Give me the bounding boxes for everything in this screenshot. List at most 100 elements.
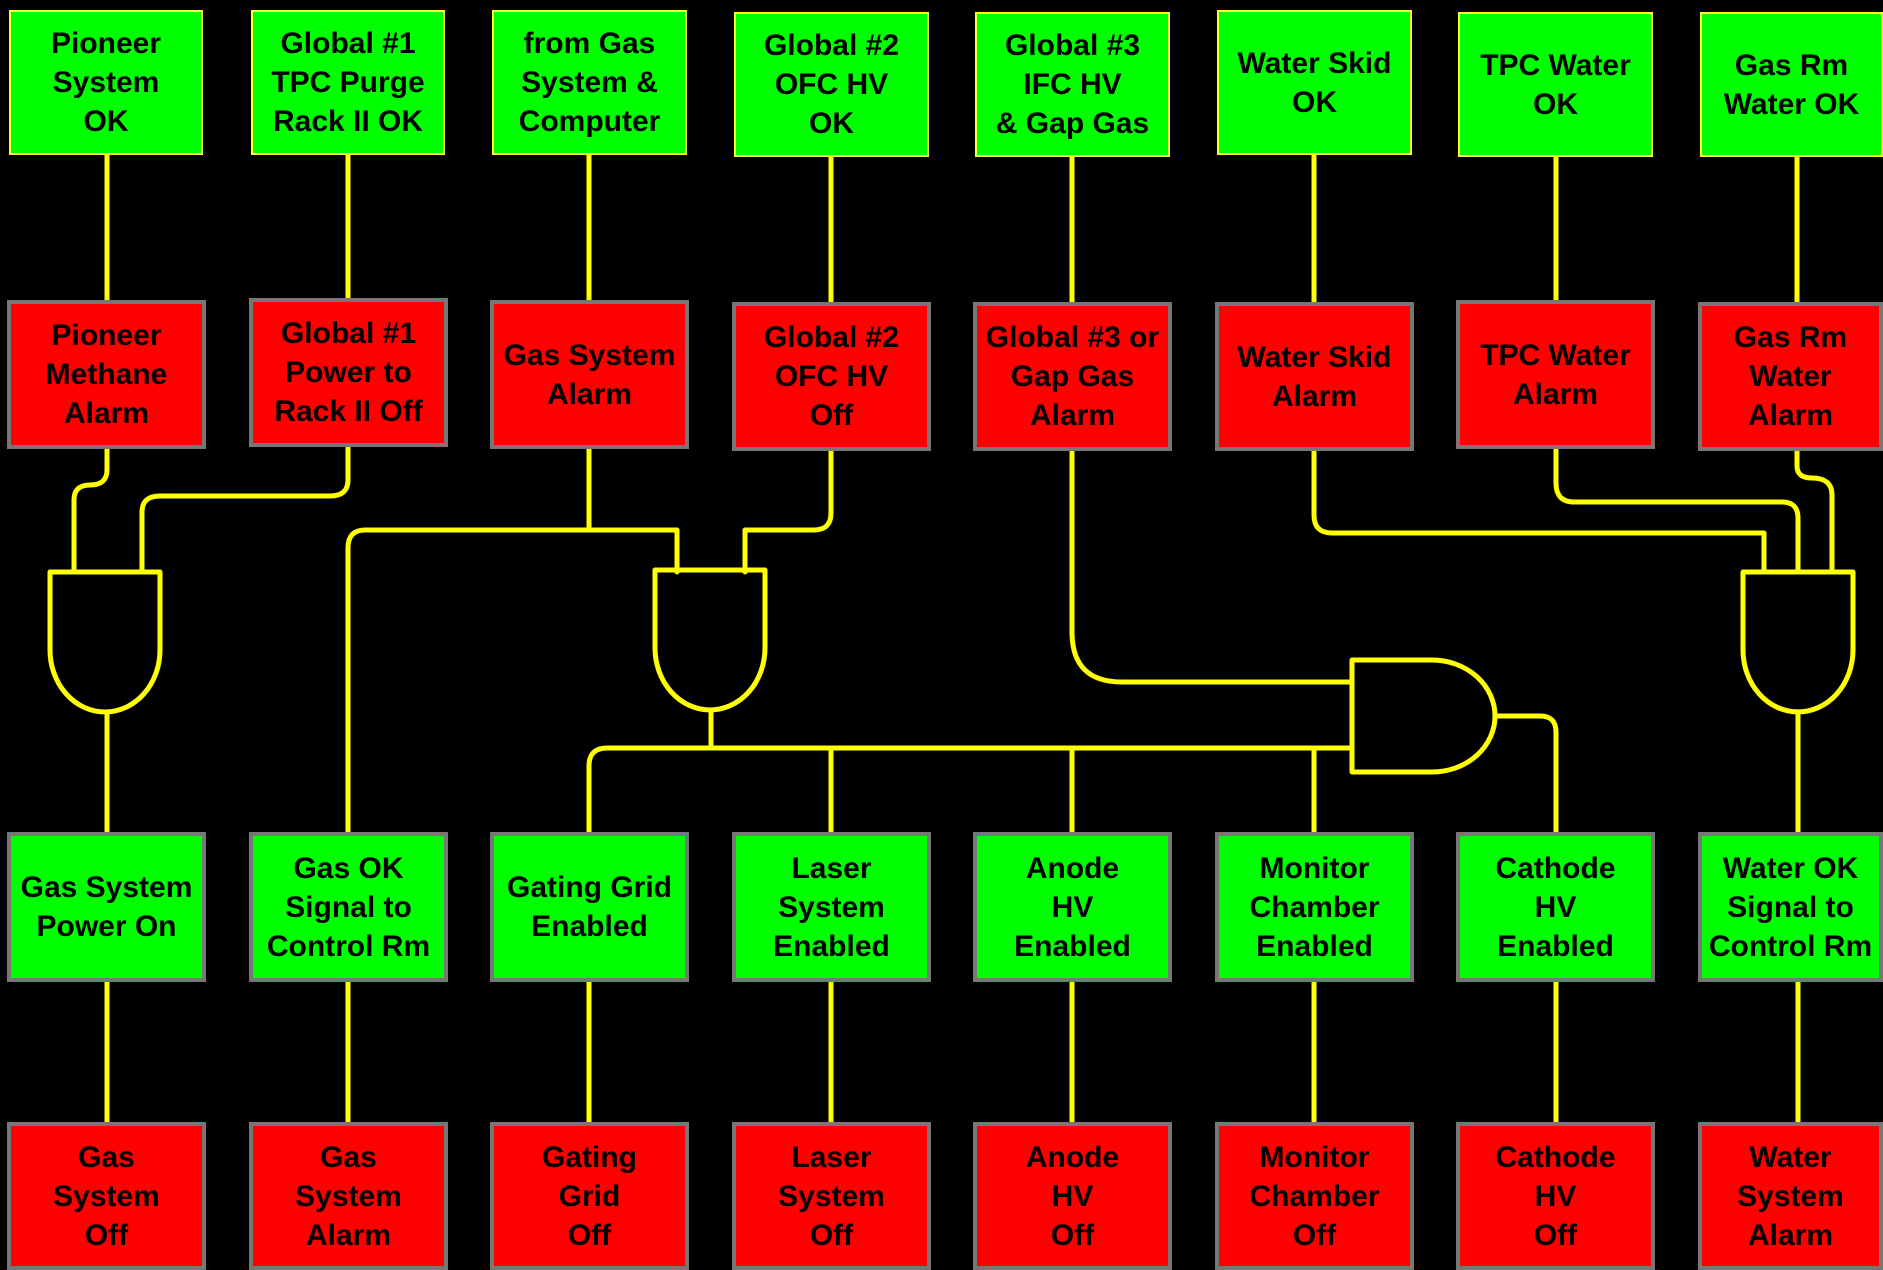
global2-to-gate2-wire <box>742 446 834 575</box>
box-text-line: Gas OK <box>293 851 404 885</box>
box-text-line: Off <box>84 1218 129 1252</box>
box-text-line: Chamber <box>1249 1179 1380 1213</box>
gate3-to-cathode-wire <box>1492 713 1559 838</box>
box-text-line: Power On <box>36 910 177 943</box>
box-text-line: Chamber <box>1249 890 1380 924</box>
water-skid-to-gate4-wire <box>1311 447 1767 575</box>
box-text-line: Global #1 <box>280 27 416 60</box>
box-text-line: Gas Rm <box>1733 321 1848 354</box>
box-text-line: Signal to <box>285 890 412 924</box>
box-text-line: Power to <box>285 356 412 389</box>
box-text-line: OFC HV <box>774 68 889 101</box>
status-to-alarm-wires <box>104 152 1800 308</box>
box-text-line: OFC HV <box>774 360 889 393</box>
gas-system-to-gasok-wire <box>345 527 592 838</box>
and-gate-4 <box>1740 569 1856 715</box>
box-text-line: Off <box>809 399 854 432</box>
box-text-line: Enabled <box>531 910 648 943</box>
box-text-line: Water OK <box>1723 87 1860 121</box>
box-text-line: from Gas <box>523 27 656 60</box>
box-text-line: Alarm <box>1271 379 1358 413</box>
box-text-line: OK <box>1292 85 1337 119</box>
global1-to-gate1-wire <box>139 445 351 575</box>
box-text-line: Gating Grid <box>507 871 672 904</box>
box-text-line: Rack II Off <box>274 395 423 428</box>
box-text-line: Rack II OK <box>272 105 424 138</box>
box-text-line: Global #2 <box>763 321 900 354</box>
box-text-line: Pioneer <box>51 319 162 352</box>
box-text-line: Off <box>1292 1218 1337 1252</box>
enabled-to-off-wires <box>104 978 1801 1128</box>
box-text-line: System <box>1737 1179 1844 1213</box>
box-text-line: TPC Water <box>1480 338 1631 372</box>
box-text-line: Alarm <box>1512 377 1599 411</box>
box-text-line: Cathode <box>1495 851 1616 885</box>
box-text-line: Water <box>1749 1140 1832 1174</box>
tpc-water-to-gate4-wire <box>1553 447 1801 575</box>
box-text-line: Gas System <box>503 338 676 372</box>
box-text-line: Gas <box>320 1140 377 1174</box>
box-text-line: Computer <box>518 105 661 138</box>
box-text-line: Off <box>1050 1218 1095 1252</box>
box-text-line: Monitor <box>1259 851 1370 885</box>
box-text-line: Laser <box>791 1140 872 1174</box>
box-text-line: Gap Gas <box>1010 360 1135 393</box>
box-text-line: Gas Rm <box>1734 48 1849 82</box>
box-text-line: Enabled <box>773 929 890 963</box>
box-text-line: Alarm <box>1029 399 1116 432</box>
box-text-line: Gas System <box>20 871 193 904</box>
box-text-line: Alarm <box>546 377 633 411</box>
box-text-line: Control Rm <box>1708 929 1873 963</box>
box-text-line: TPC Purge <box>271 66 425 99</box>
box-text-line: OK <box>809 107 854 140</box>
box-text-line: Grid <box>558 1179 621 1213</box>
box-text-line: Monitor <box>1259 1140 1370 1174</box>
box-text-line: OK <box>1533 87 1578 121</box>
box-global2-ofc-hv-off: Global #2 OFC HV Off <box>732 302 931 451</box>
box-text-line: HV <box>1534 1179 1577 1213</box>
box-text-line: Enabled <box>1014 929 1131 963</box>
box-text-line: System <box>778 1179 885 1213</box>
box-text-line: Off <box>1533 1218 1578 1252</box>
box-text-line: OK <box>83 105 129 138</box>
box-text-line: TPC Water <box>1480 48 1631 82</box>
box-text-line: & Gap Gas <box>995 107 1150 140</box>
box-text-line: System <box>778 890 885 924</box>
box-text-line: Water OK <box>1722 851 1859 885</box>
global3-to-gate3-wire <box>1069 446 1355 685</box>
box-text-line: Alarm <box>63 397 150 430</box>
box-text-line: Off <box>809 1218 854 1252</box>
box-text-line: HV <box>1534 890 1577 924</box>
box-text-line: IFC HV <box>1023 68 1122 101</box>
box-text-line: Alarm <box>1747 1218 1834 1252</box>
box-text-line: Global #2 <box>763 29 900 62</box>
box-text-line: Gating <box>542 1140 637 1174</box>
box-text-line: System <box>52 66 160 99</box>
gasrm-water-to-gate4-wire <box>1794 447 1835 575</box>
box-text-line: Water Skid <box>1237 46 1392 80</box>
box-gas-rm-water-ok: Gas Rm Water OK <box>1700 12 1883 157</box>
